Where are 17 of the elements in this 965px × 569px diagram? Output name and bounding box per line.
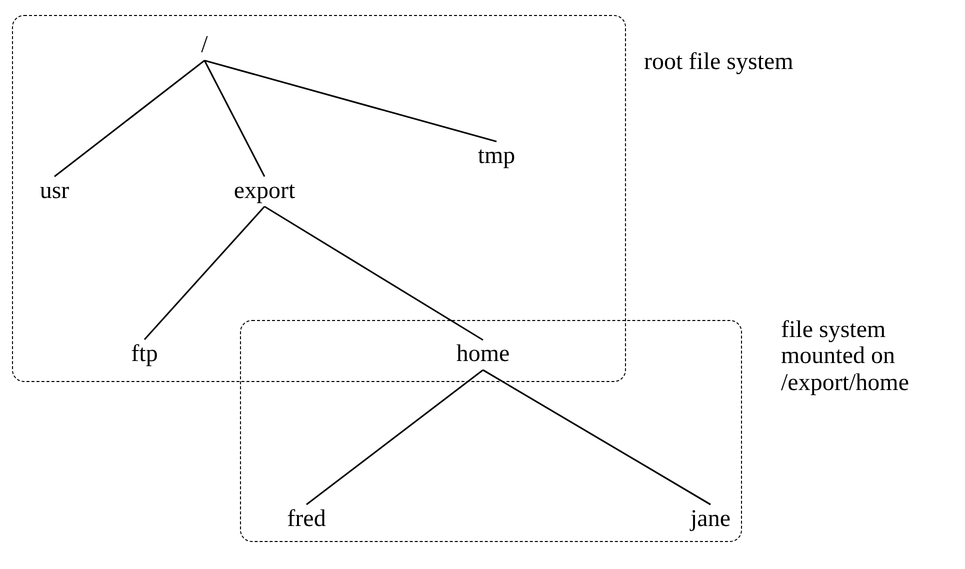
- directory-name: jane: [688, 504, 732, 534]
- tree-branch-line: [264, 206, 484, 341]
- tree-branch-line: [144, 206, 266, 340]
- directory-name: fred: [285, 504, 328, 534]
- tree-branch-line: [204, 60, 266, 177]
- region-label: file system mounted on /export/home: [781, 317, 910, 396]
- region-label: root file system: [644, 49, 794, 76]
- directory-name: export: [232, 176, 298, 206]
- directory-name: ftp: [129, 340, 160, 370]
- directory-name: /: [199, 30, 210, 60]
- tree-branch-line: [306, 369, 484, 506]
- tree-branch-line: [204, 60, 497, 142]
- tree-branch-line: [54, 60, 205, 178]
- directory-name: usr: [38, 176, 72, 206]
- directory-name: home: [454, 340, 512, 370]
- directory-name: tmp: [476, 142, 518, 172]
- tree-branch-line: [482, 369, 711, 506]
